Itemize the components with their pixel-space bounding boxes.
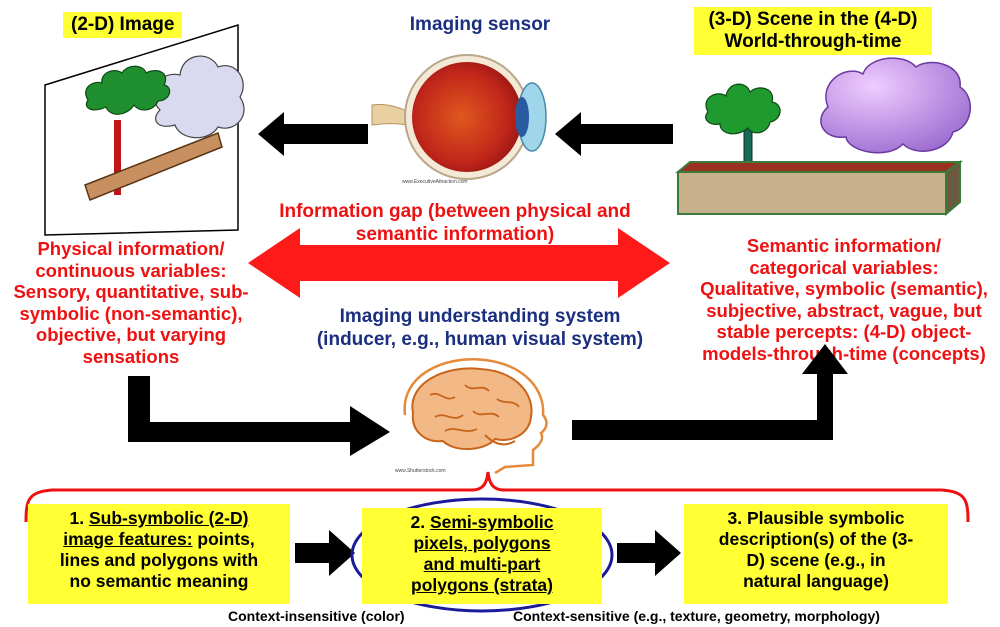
brain-watermark: www.Shutterstock.com (395, 468, 446, 474)
head-outline (403, 358, 548, 475)
information-gap-label: Information gap (between physical and se… (279, 201, 631, 245)
semi-symbolic-ellipse (350, 497, 614, 613)
box-semi-symbolic: 2. Semi-symbolic pixels, polygons and mu… (362, 508, 602, 604)
understanding-system-label: Imaging understanding system (inducer, e… (316, 306, 644, 350)
box-plausible-symbolic: 3. Plausible symbolic description(s) of … (684, 504, 948, 604)
cloud-shape (153, 55, 245, 139)
scene-illustration (675, 57, 971, 217)
eye-watermark: www.ExecutiveAttraction.com (402, 179, 468, 185)
arrow-brain-to-semantic (572, 344, 848, 440)
scene-cloud (820, 57, 971, 154)
brain-shape (411, 367, 533, 450)
arrow-eye-to-image (258, 112, 368, 156)
scene-label: (3-D) Scene in the (4-D) World-through-t… (694, 7, 932, 55)
tree-foliage (85, 65, 171, 115)
arrow-physical-to-brain (128, 376, 390, 456)
semantic-information-text: Semantic information/ categorical variab… (700, 235, 988, 364)
log-shape (84, 132, 223, 201)
image-2d-label: (2-D) Image (63, 12, 183, 38)
scene-log-top (675, 161, 964, 173)
brain-illustration: www.Shutterstock.com (385, 355, 560, 475)
information-gap-arrow (248, 228, 670, 298)
imaging-sensor-label: Imaging sensor (409, 14, 551, 35)
eye-illustration: www.ExecutiveAttraction.com (371, 54, 547, 185)
arrow-box2-to-box3 (617, 530, 681, 576)
red-bracket (24, 471, 970, 523)
box-sub-symbolic: 1. Sub-symbolic (2-D) image features: po… (28, 504, 290, 604)
image-2d-illustration (44, 23, 245, 236)
tree-trunk (114, 120, 121, 195)
scene-foliage (705, 83, 781, 135)
context-sensitive-label: Context-sensitive (e.g., texture, geomet… (513, 608, 880, 624)
scene-log-front (677, 171, 947, 215)
physical-information-text: Physical information/ continuous variabl… (13, 238, 249, 367)
context-insensitive-label: Context-insensitive (color) (228, 608, 405, 624)
arrow-box1-to-box2 (295, 530, 355, 576)
arrow-scene-to-eye (555, 112, 673, 156)
